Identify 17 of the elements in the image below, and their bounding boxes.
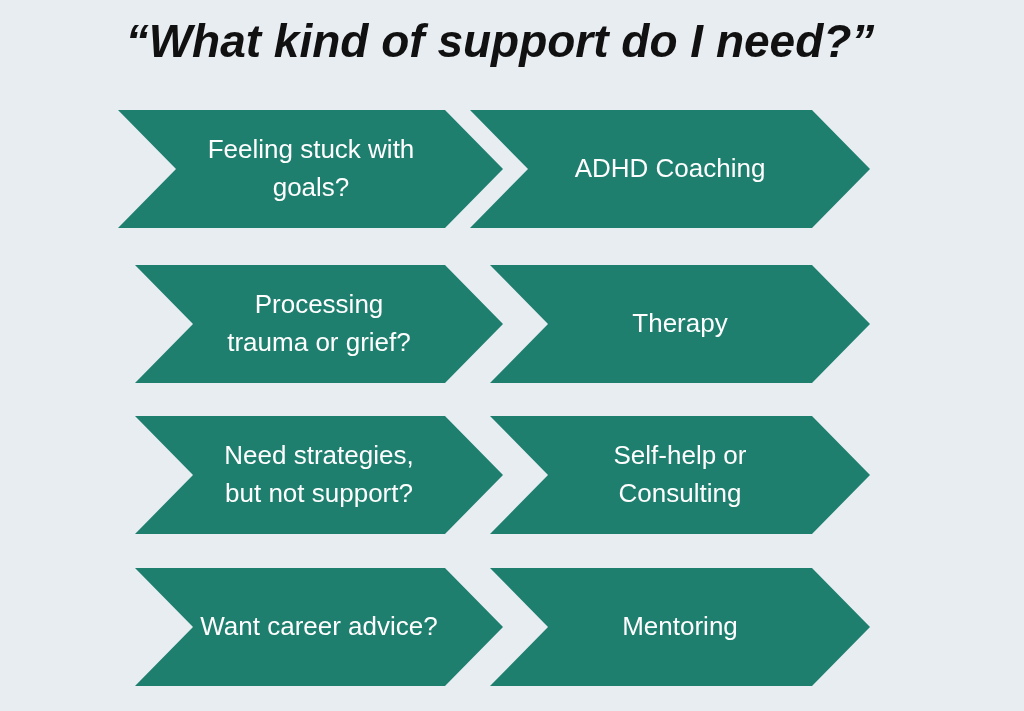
chevron-label: Self-help or Consulting (612, 439, 748, 510)
chevron-banner (470, 110, 870, 228)
chevron-banner (490, 416, 870, 534)
chevron-label: Want career advice? (200, 610, 438, 644)
chevron-banner (118, 110, 503, 228)
chevron-label: Feeling stuck with goals? (206, 133, 416, 204)
chevron-banner (135, 568, 503, 686)
chevron-banner (135, 265, 503, 383)
chevron-label: Processing trauma or grief? (226, 288, 412, 359)
chevron-label: Mentoring (622, 610, 738, 644)
chevron-label: Need strategies, but not support? (223, 439, 415, 510)
chevron-label: Therapy (632, 307, 728, 341)
title: “What kind of support do I need?” (124, 14, 876, 68)
chevron-label: ADHD Coaching (574, 152, 766, 186)
chevron-banner (490, 568, 870, 686)
chevron-banner (135, 416, 503, 534)
chevron-banner (490, 265, 870, 383)
